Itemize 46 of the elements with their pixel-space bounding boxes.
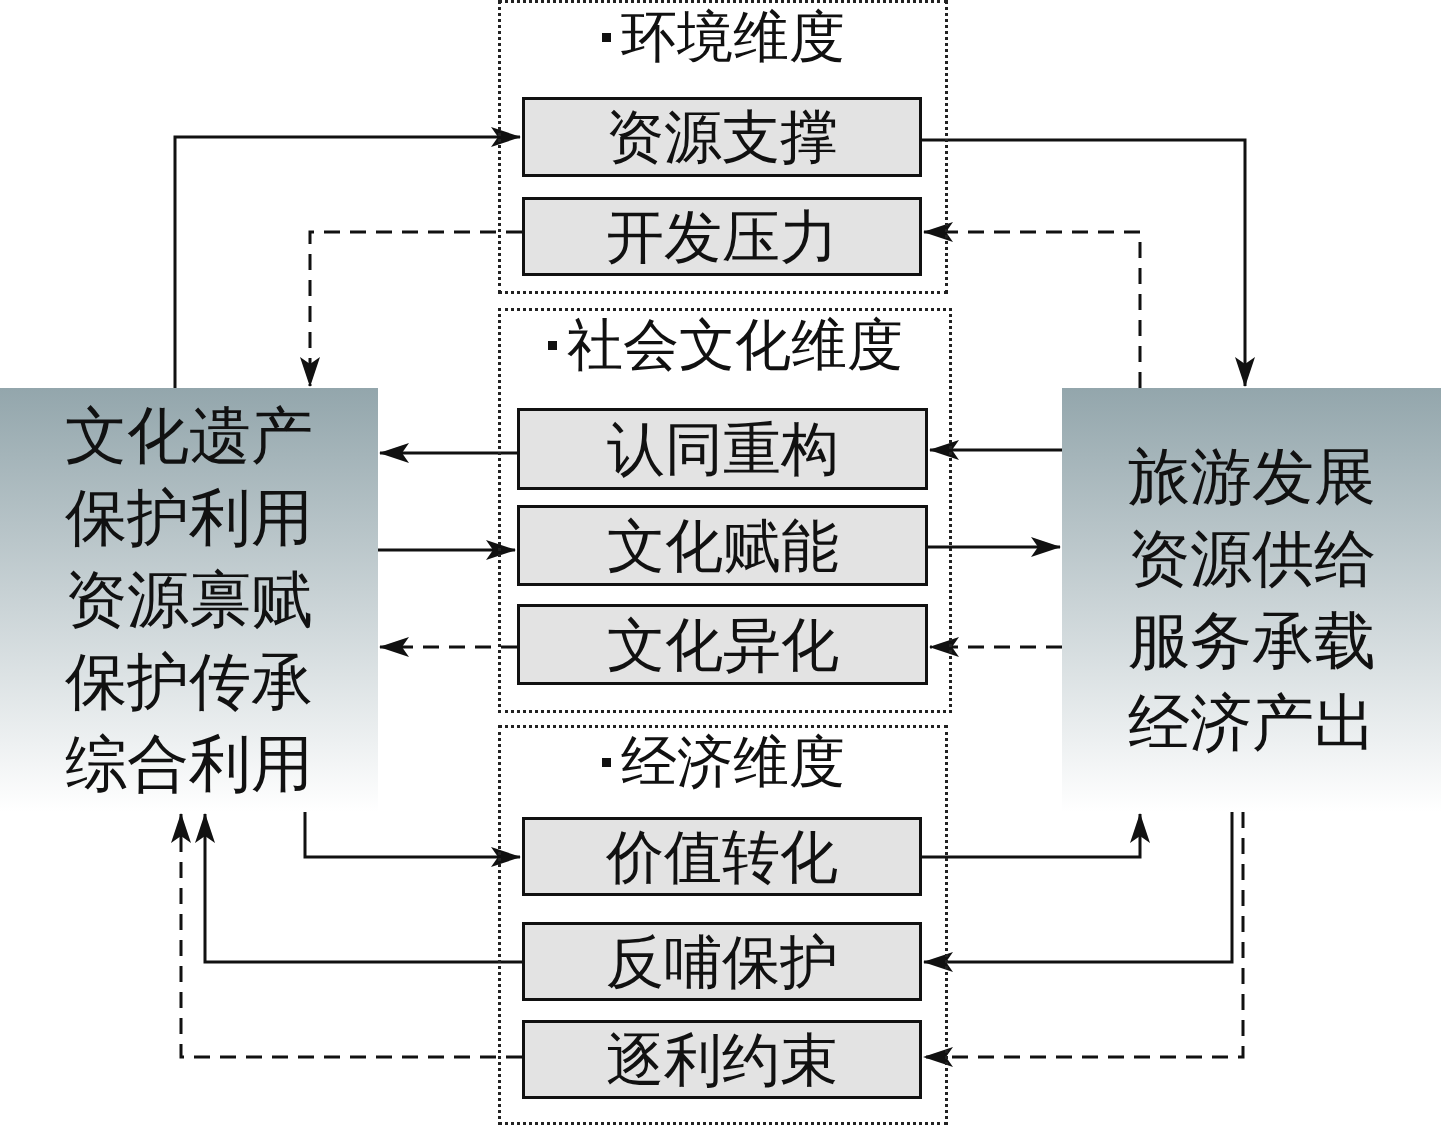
box-label: 认同重构: [606, 420, 839, 478]
dashed-arrow: [379, 637, 517, 657]
dotted-group-box: [498, 308, 952, 713]
box-text: 综合利用: [64, 726, 314, 802]
dotted-group-box: [498, 725, 948, 1125]
arrow: [379, 443, 517, 463]
box-text: 资源供给: [1126, 521, 1377, 597]
box-title: 旅游发展: [1126, 439, 1377, 515]
box-label: 逐利约束: [606, 1030, 838, 1089]
arrow: [922, 138, 1255, 387]
box-label: 资源支撑: [606, 108, 838, 166]
group-heading: 经济维度: [620, 734, 845, 790]
dashed-arrow: [929, 637, 1062, 657]
dashed-arrow: [923, 812, 1245, 1067]
box-label: 反哺保护: [606, 932, 838, 991]
dotted-group-box: [498, 0, 948, 294]
arrow: [173, 127, 521, 388]
box-text: 保护传承: [64, 644, 314, 720]
arrow: [303, 812, 521, 867]
dashed-arrow: [923, 222, 1142, 388]
dashed-arrow: [300, 230, 522, 387]
box-text: 经济产出: [1126, 685, 1377, 761]
dashed-arrow: [171, 813, 522, 1059]
arrow: [928, 537, 1061, 557]
process-box: [522, 1020, 922, 1099]
arrow: [378, 540, 516, 560]
box-title: 文化遗产保护利用: [64, 398, 314, 556]
process-box: [522, 922, 922, 1001]
process-box: [522, 817, 922, 896]
box-text: 资源禀赋: [64, 562, 314, 638]
box-label: 文化异化: [606, 615, 839, 674]
group-heading: 环境维度: [620, 9, 845, 65]
arrow: [929, 440, 1062, 460]
group-heading: 社会文化维度: [566, 317, 903, 373]
arrow: [923, 812, 1234, 972]
box-label: 价值转化: [606, 827, 838, 886]
process-box: [517, 604, 928, 685]
process-box: [522, 197, 922, 276]
arrow: [195, 813, 522, 964]
box-text: 服务承载: [1126, 603, 1377, 679]
process-box: [517, 505, 928, 586]
process-box: [522, 97, 922, 177]
process-box: [517, 408, 928, 490]
box-label: 开发压力: [606, 207, 838, 266]
arrow: [922, 813, 1150, 859]
box-label: 文化赋能: [606, 516, 839, 575]
